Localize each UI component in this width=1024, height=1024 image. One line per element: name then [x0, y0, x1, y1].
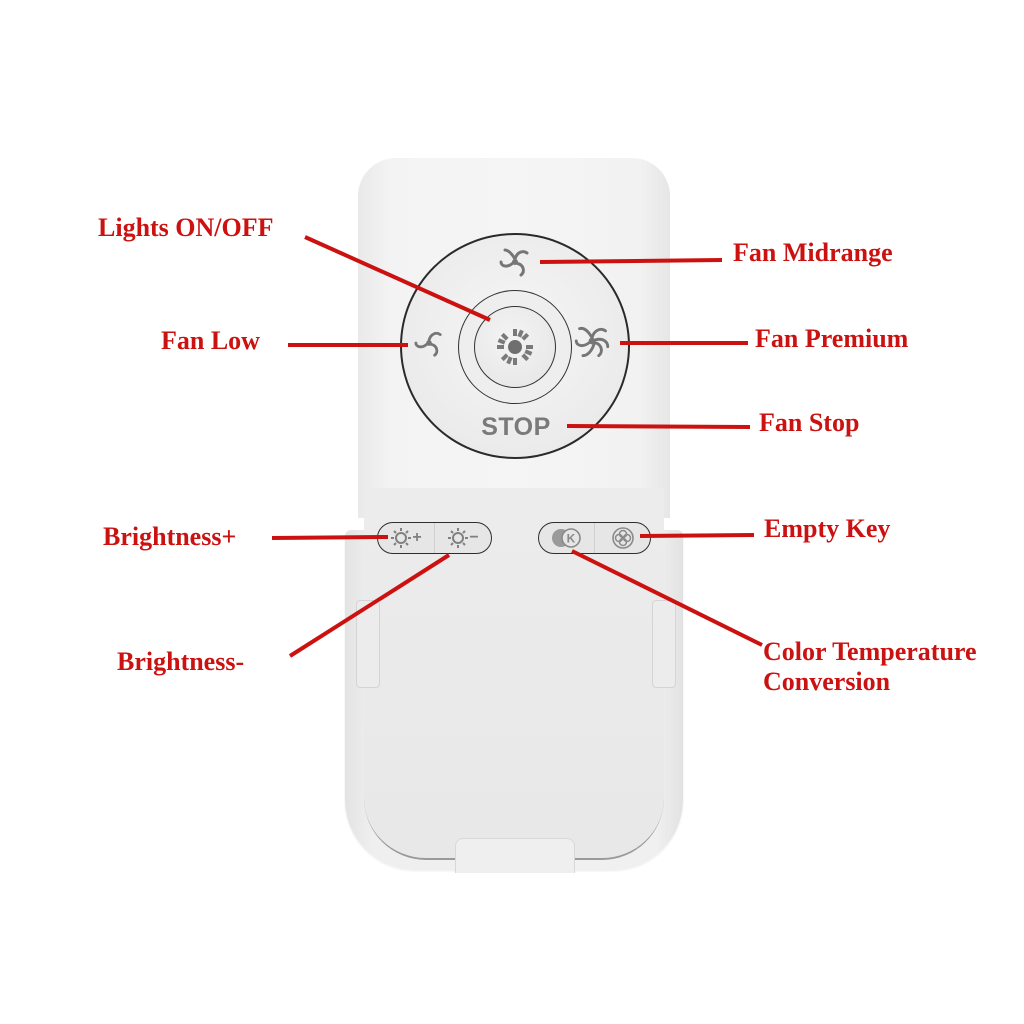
- sun-icon: [391, 528, 412, 548]
- label-fan-midrange: Fan Midrange: [733, 238, 893, 267]
- holder-bottom-tab: [455, 838, 575, 873]
- label-lights-on-off: Lights ON/OFF: [98, 213, 274, 242]
- fan-stop-button[interactable]: STOP: [481, 413, 551, 441]
- label-color-temperature-line2: Conversion: [763, 666, 891, 696]
- fan-icon: [414, 331, 442, 357]
- brightness-pill: + −: [377, 522, 492, 554]
- plus-symbol: +: [412, 529, 422, 546]
- color-temperature-k-icon: K: [551, 528, 581, 548]
- holder-clip-right: [652, 600, 676, 688]
- holder-clip-left: [356, 600, 380, 688]
- label-color-temperature-line1: Color Temperature: [763, 637, 977, 666]
- label-color-temperature: Color Temperature Conversion: [763, 637, 977, 697]
- fan-midrange-button[interactable]: [497, 244, 533, 280]
- label-brightness-minus: Brightness-: [117, 647, 245, 676]
- fan-premium-button[interactable]: [574, 323, 610, 359]
- sun-light-icon: [497, 329, 533, 365]
- fan-icon: [499, 248, 529, 277]
- fan-icon: [574, 326, 610, 358]
- brightness-plus-button[interactable]: +: [378, 523, 434, 553]
- label-fan-low: Fan Low: [161, 326, 260, 355]
- svg-text:K: K: [566, 532, 575, 546]
- color-pill: K: [538, 522, 651, 554]
- color-temperature-button[interactable]: K: [539, 523, 594, 553]
- lights-on-off-button[interactable]: [474, 306, 556, 388]
- empty-key-button[interactable]: [594, 523, 650, 553]
- label-empty-key: Empty Key: [764, 514, 891, 543]
- fan-low-button[interactable]: [411, 325, 447, 361]
- label-fan-stop: Fan Stop: [759, 408, 860, 437]
- brightness-minus-button[interactable]: −: [434, 523, 491, 553]
- flower-circle-icon: [611, 527, 634, 549]
- sun-icon: [448, 528, 469, 548]
- label-fan-premium: Fan Premium: [755, 324, 909, 353]
- minus-symbol: −: [469, 529, 479, 546]
- label-brightness-plus: Brightness+: [103, 522, 237, 551]
